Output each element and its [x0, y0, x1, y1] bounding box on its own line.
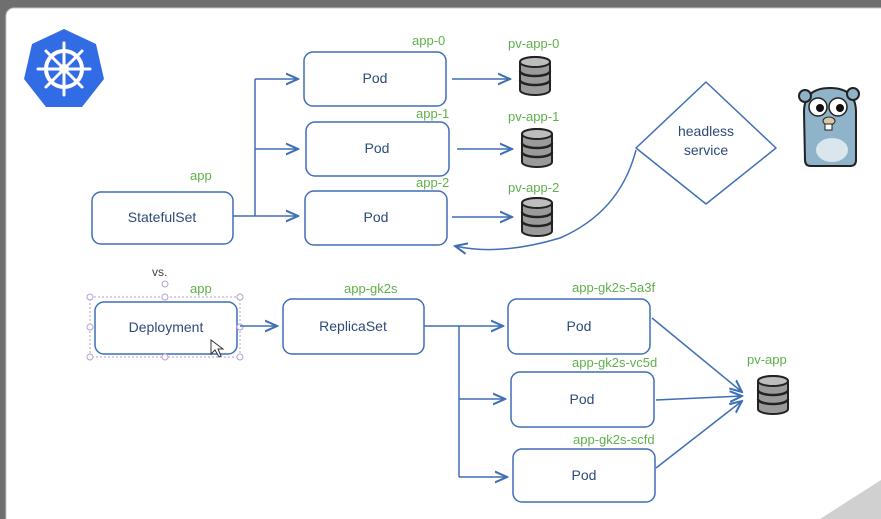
pod-label: Pod [364, 209, 389, 225]
pod-name-app-1: app-1 [416, 106, 449, 121]
deployment-label: Deployment [129, 319, 204, 335]
stateful-pod-2[interactable]: Pod [304, 190, 448, 246]
pod-name-app-gk2s-vc5d: app-gk2s-vc5d [572, 355, 657, 370]
deployment-node[interactable]: Deployment [86, 280, 244, 361]
database-cylinder-icon [520, 127, 554, 169]
service-label-line1: headless [678, 123, 734, 139]
pod-label: Pod [572, 467, 597, 483]
deployment-pod-2[interactable]: Pod [512, 448, 656, 503]
replicaset-label: ReplicaSet [319, 318, 387, 334]
service-label-line2: service [684, 142, 729, 158]
deployment-pod-1[interactable]: Pod [510, 371, 655, 428]
volume-label-pv-app-0: pv-app-0 [508, 36, 559, 51]
go-gopher-icon [798, 86, 860, 167]
deployment-arrows [240, 317, 742, 477]
pod-label: Pod [363, 70, 388, 86]
pod-name-app-2: app-2 [416, 175, 449, 190]
stateful-pod-1[interactable]: Pod [305, 121, 450, 177]
replicaset-tag: app-gk2s [344, 281, 398, 296]
statefulset-app-tag: app [190, 168, 212, 183]
pod-name-app-gk2s-scfd: app-gk2s-scfd [573, 432, 655, 447]
statefulset-arrows [233, 79, 637, 250]
pod-label: Pod [365, 140, 390, 156]
pod-label: Pod [570, 391, 595, 407]
stateful-pod-0[interactable]: Pod [303, 51, 447, 107]
deployment-pod-0[interactable]: Pod [507, 298, 651, 355]
headless-service-node[interactable]: headless service [635, 81, 777, 205]
volume-label-pv-app-2: pv-app-2 [508, 180, 559, 195]
database-cylinder-icon [756, 374, 790, 416]
mouse-cursor-icon [210, 339, 225, 358]
pod-label: Pod [567, 318, 592, 334]
statefulset-label: StatefulSet [128, 209, 197, 225]
deployment-app-tag: app [190, 281, 212, 296]
database-cylinder-icon [518, 55, 552, 97]
volume-label-pv-app-1: pv-app-1 [508, 109, 559, 124]
pod-name-app-gk2s-5a3f: app-gk2s-5a3f [572, 280, 655, 295]
volume-label-pv-app: pv-app [747, 352, 787, 367]
pod-name-app-0: app-0 [412, 33, 445, 48]
kubernetes-helm-icon [24, 29, 104, 107]
statefulset-node[interactable]: StatefulSet [91, 191, 234, 245]
replicaset-node[interactable]: ReplicaSet [282, 298, 425, 355]
vs-label: vs. [152, 265, 167, 279]
database-cylinder-icon [520, 196, 554, 238]
